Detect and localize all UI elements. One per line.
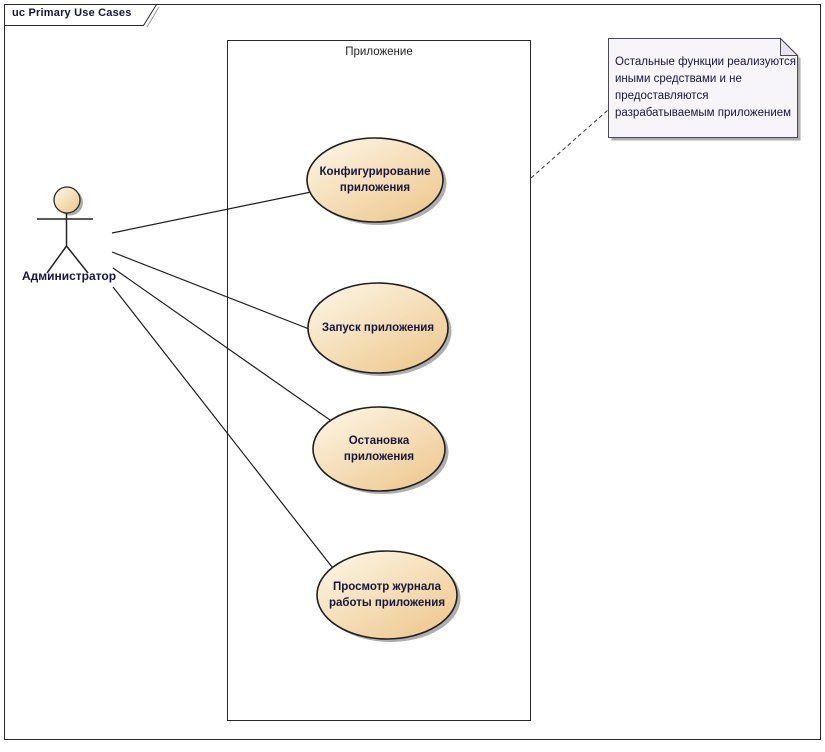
actor-head xyxy=(53,186,81,214)
use-case-ellipse xyxy=(306,137,444,223)
frame-tab-shadow xyxy=(146,6,160,28)
system-boundary-label: Приложение xyxy=(345,46,413,58)
actor-icon xyxy=(37,186,93,274)
association-line-configure xyxy=(111,184,346,234)
use-case-stop-app-label: Остановка приложения xyxy=(343,434,415,463)
actor-label: Администратор xyxy=(21,269,117,283)
actor-left-leg xyxy=(46,245,68,274)
use-case-configure-app-label: Конфигурирование приложения xyxy=(319,165,431,194)
frame-label: uc Primary Use Cases xyxy=(12,7,132,19)
frame-label-tab xyxy=(4,4,158,26)
use-case-start-app xyxy=(307,282,452,376)
use-case-view-log-label: Просмотр журнала работы приложения xyxy=(328,580,446,609)
use-case-ellipse xyxy=(307,282,449,374)
note-text-line: Остальные функции реализуются xyxy=(615,56,796,68)
use-case-ellipse xyxy=(316,550,458,640)
use-case-stop-app xyxy=(312,406,449,494)
note-text-line: предоставляются xyxy=(615,90,709,102)
use-case-view-log xyxy=(316,550,461,642)
note-text-line: иными средствами и не xyxy=(615,73,742,85)
note-connector-line xyxy=(530,109,609,179)
note xyxy=(608,37,801,141)
association-line-stop xyxy=(112,267,341,428)
note-body xyxy=(608,38,798,138)
note-folded-corner xyxy=(780,37,799,56)
association-line-start xyxy=(111,251,346,344)
use-case-start-app-label: Запуск приложения xyxy=(321,321,435,334)
association-line-view-log xyxy=(112,286,351,591)
actor-right-leg xyxy=(65,245,89,274)
use-case-ellipse xyxy=(312,406,446,492)
note-text: Остальные функции реализуются иными сред… xyxy=(615,54,796,122)
note-text-line: разрабатываемым приложением xyxy=(615,107,792,119)
use-case-configure-app xyxy=(306,137,447,225)
